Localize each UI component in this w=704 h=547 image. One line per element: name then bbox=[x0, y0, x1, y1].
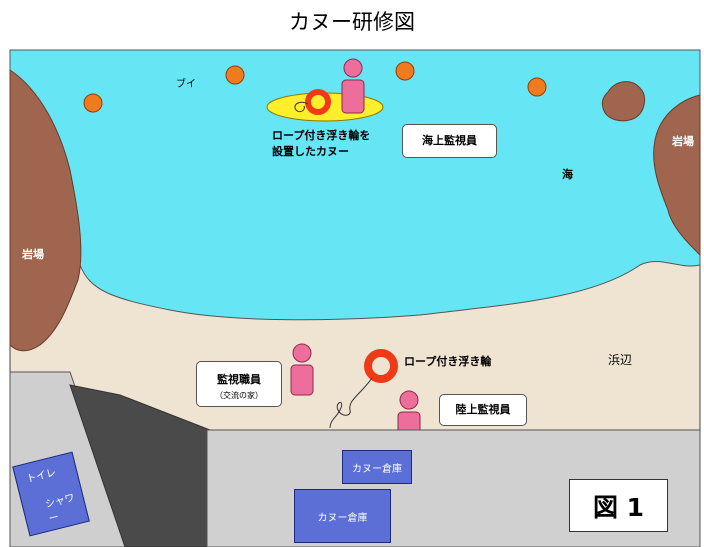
canoe-storage-1: カヌー倉庫 bbox=[342, 450, 412, 484]
buoy-1 bbox=[83, 93, 103, 113]
sea-watcher-callout: 海上監視員 bbox=[402, 124, 497, 158]
land-watcher-label: 陸上監視員 bbox=[455, 403, 511, 416]
float-ring-rope bbox=[329, 377, 373, 429]
canoe-label-line2: 設置したカヌー bbox=[272, 145, 349, 158]
rocks-left bbox=[9, 69, 82, 352]
canoe-storage-2: カヌー倉庫 bbox=[294, 489, 391, 543]
land-watcher-callout: 陸上監視員 bbox=[439, 394, 527, 426]
toilet-label: トイレ bbox=[25, 467, 58, 486]
sea-label: 海 bbox=[562, 168, 573, 181]
figure-number-label: 図 1 bbox=[592, 492, 645, 522]
beach-label: 浜辺 bbox=[608, 353, 633, 367]
float-ring-icon bbox=[364, 349, 398, 383]
figure-number-box: 図 1 bbox=[569, 479, 668, 532]
buoy-label: ブイ bbox=[176, 79, 196, 90]
canoe-rope bbox=[294, 101, 309, 113]
sea-watcher-figure-icon bbox=[341, 58, 365, 114]
rocks-left-label: 岩場 bbox=[22, 248, 44, 261]
staff-label-line2: （交流の家） bbox=[215, 391, 263, 400]
sea-watcher-label: 海上監視員 bbox=[422, 134, 477, 147]
staff-callout: 監視職員 （交流の家） bbox=[196, 361, 282, 407]
rock-small bbox=[601, 81, 646, 122]
canoe-storage-1-label: カヌー倉庫 bbox=[352, 463, 402, 475]
buoy-3 bbox=[395, 61, 415, 81]
staff-figure-icon bbox=[290, 343, 314, 396]
canoe-label-line1: ロープ付き浮き輪を bbox=[272, 129, 371, 142]
buoy-2 bbox=[225, 65, 245, 85]
canoe-float-ring-icon bbox=[305, 89, 331, 115]
diagram-title: カヌー研修図 bbox=[289, 10, 415, 34]
float-ring-label: ロープ付き浮き輪 bbox=[404, 355, 492, 368]
rocks-right-label: 岩場 bbox=[672, 135, 694, 148]
shower-label: シャワー bbox=[44, 492, 76, 526]
rocks-right bbox=[653, 94, 701, 257]
buoy-4 bbox=[527, 77, 547, 97]
staff-label-line1: 監視職員 bbox=[217, 373, 261, 386]
canoe-storage-2-label: カヌー倉庫 bbox=[317, 512, 368, 524]
